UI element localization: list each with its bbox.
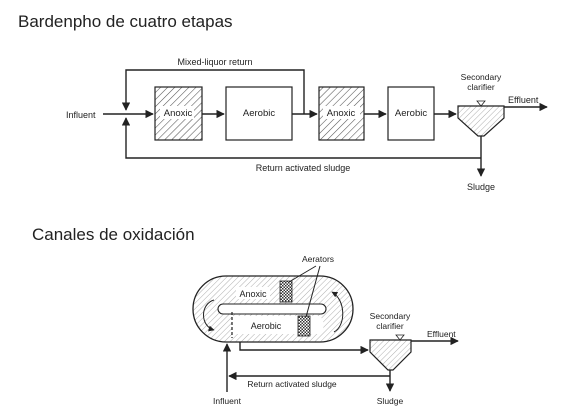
aerobic-zone-label: Aerobic: [251, 321, 282, 331]
oxidation-ditch-title: Canales de oxidación: [32, 225, 195, 244]
mixed-liquor-return-line: [121, 69, 305, 114]
tank-aerobic-2-label: Aerobic: [395, 108, 427, 119]
return-activated-sludge-label-2: Return activated sludge: [247, 379, 337, 389]
effluent-label: Effluent: [508, 95, 539, 105]
clarifier2-label-line1: Secondary: [370, 311, 411, 321]
tank-anoxic-2-label-bg: [323, 106, 360, 119]
aerators-pointer-1: [288, 265, 317, 283]
flow-curve-left: [203, 299, 215, 332]
center-divider: [217, 303, 327, 315]
clarifier-label-line2: clarifier: [467, 82, 495, 92]
tank-anoxic-1-label-bg: [160, 106, 194, 119]
clarifier-label-line1: Secondary: [461, 72, 502, 82]
secondary-clarifier: [457, 105, 505, 137]
return-activated-sludge-label: Return activated sludge: [256, 163, 351, 173]
bardenpho-diagram: Bardenpho de cuatro etapas Mixed-liquor …: [18, 12, 548, 192]
aerator-2: [297, 315, 311, 337]
anoxic-zone-label: Anoxic: [239, 289, 267, 299]
effluent-label-2: Effluent: [427, 329, 456, 339]
water-level-icon-2: [395, 334, 405, 341]
aerators-label: Aerators: [302, 254, 334, 264]
sludge-label: Sludge: [467, 182, 495, 192]
tank-anoxic-1-label: Anoxic: [164, 108, 193, 119]
anoxic-label-bg: [236, 287, 270, 299]
clarifier2-label-line2: clarifier: [376, 321, 404, 331]
mixed-liquor-return-label: Mixed-liquor return: [177, 57, 252, 67]
influent-label: Influent: [66, 110, 96, 120]
tank-anoxic-2-label: Anoxic: [327, 108, 356, 119]
aerators-pointer-2: [305, 265, 321, 318]
tank-aerobic-1-label: Aerobic: [243, 108, 275, 119]
flow-curve-right: [331, 291, 344, 333]
water-level-icon: [476, 100, 486, 107]
return-activated-sludge-line: [121, 117, 481, 159]
aerator-1: [279, 280, 293, 303]
influent-label-2: Influent: [213, 396, 242, 406]
oxidation-ditch-diagram: Canales de oxidación Aerators Anoxic Aer…: [32, 225, 459, 406]
bardenpho-title: Bardenpho de cuatro etapas: [18, 12, 233, 31]
sludge-label-2: Sludge: [377, 396, 404, 406]
secondary-clarifier-2: [369, 339, 412, 371]
outlet-arrow: [239, 342, 369, 355]
